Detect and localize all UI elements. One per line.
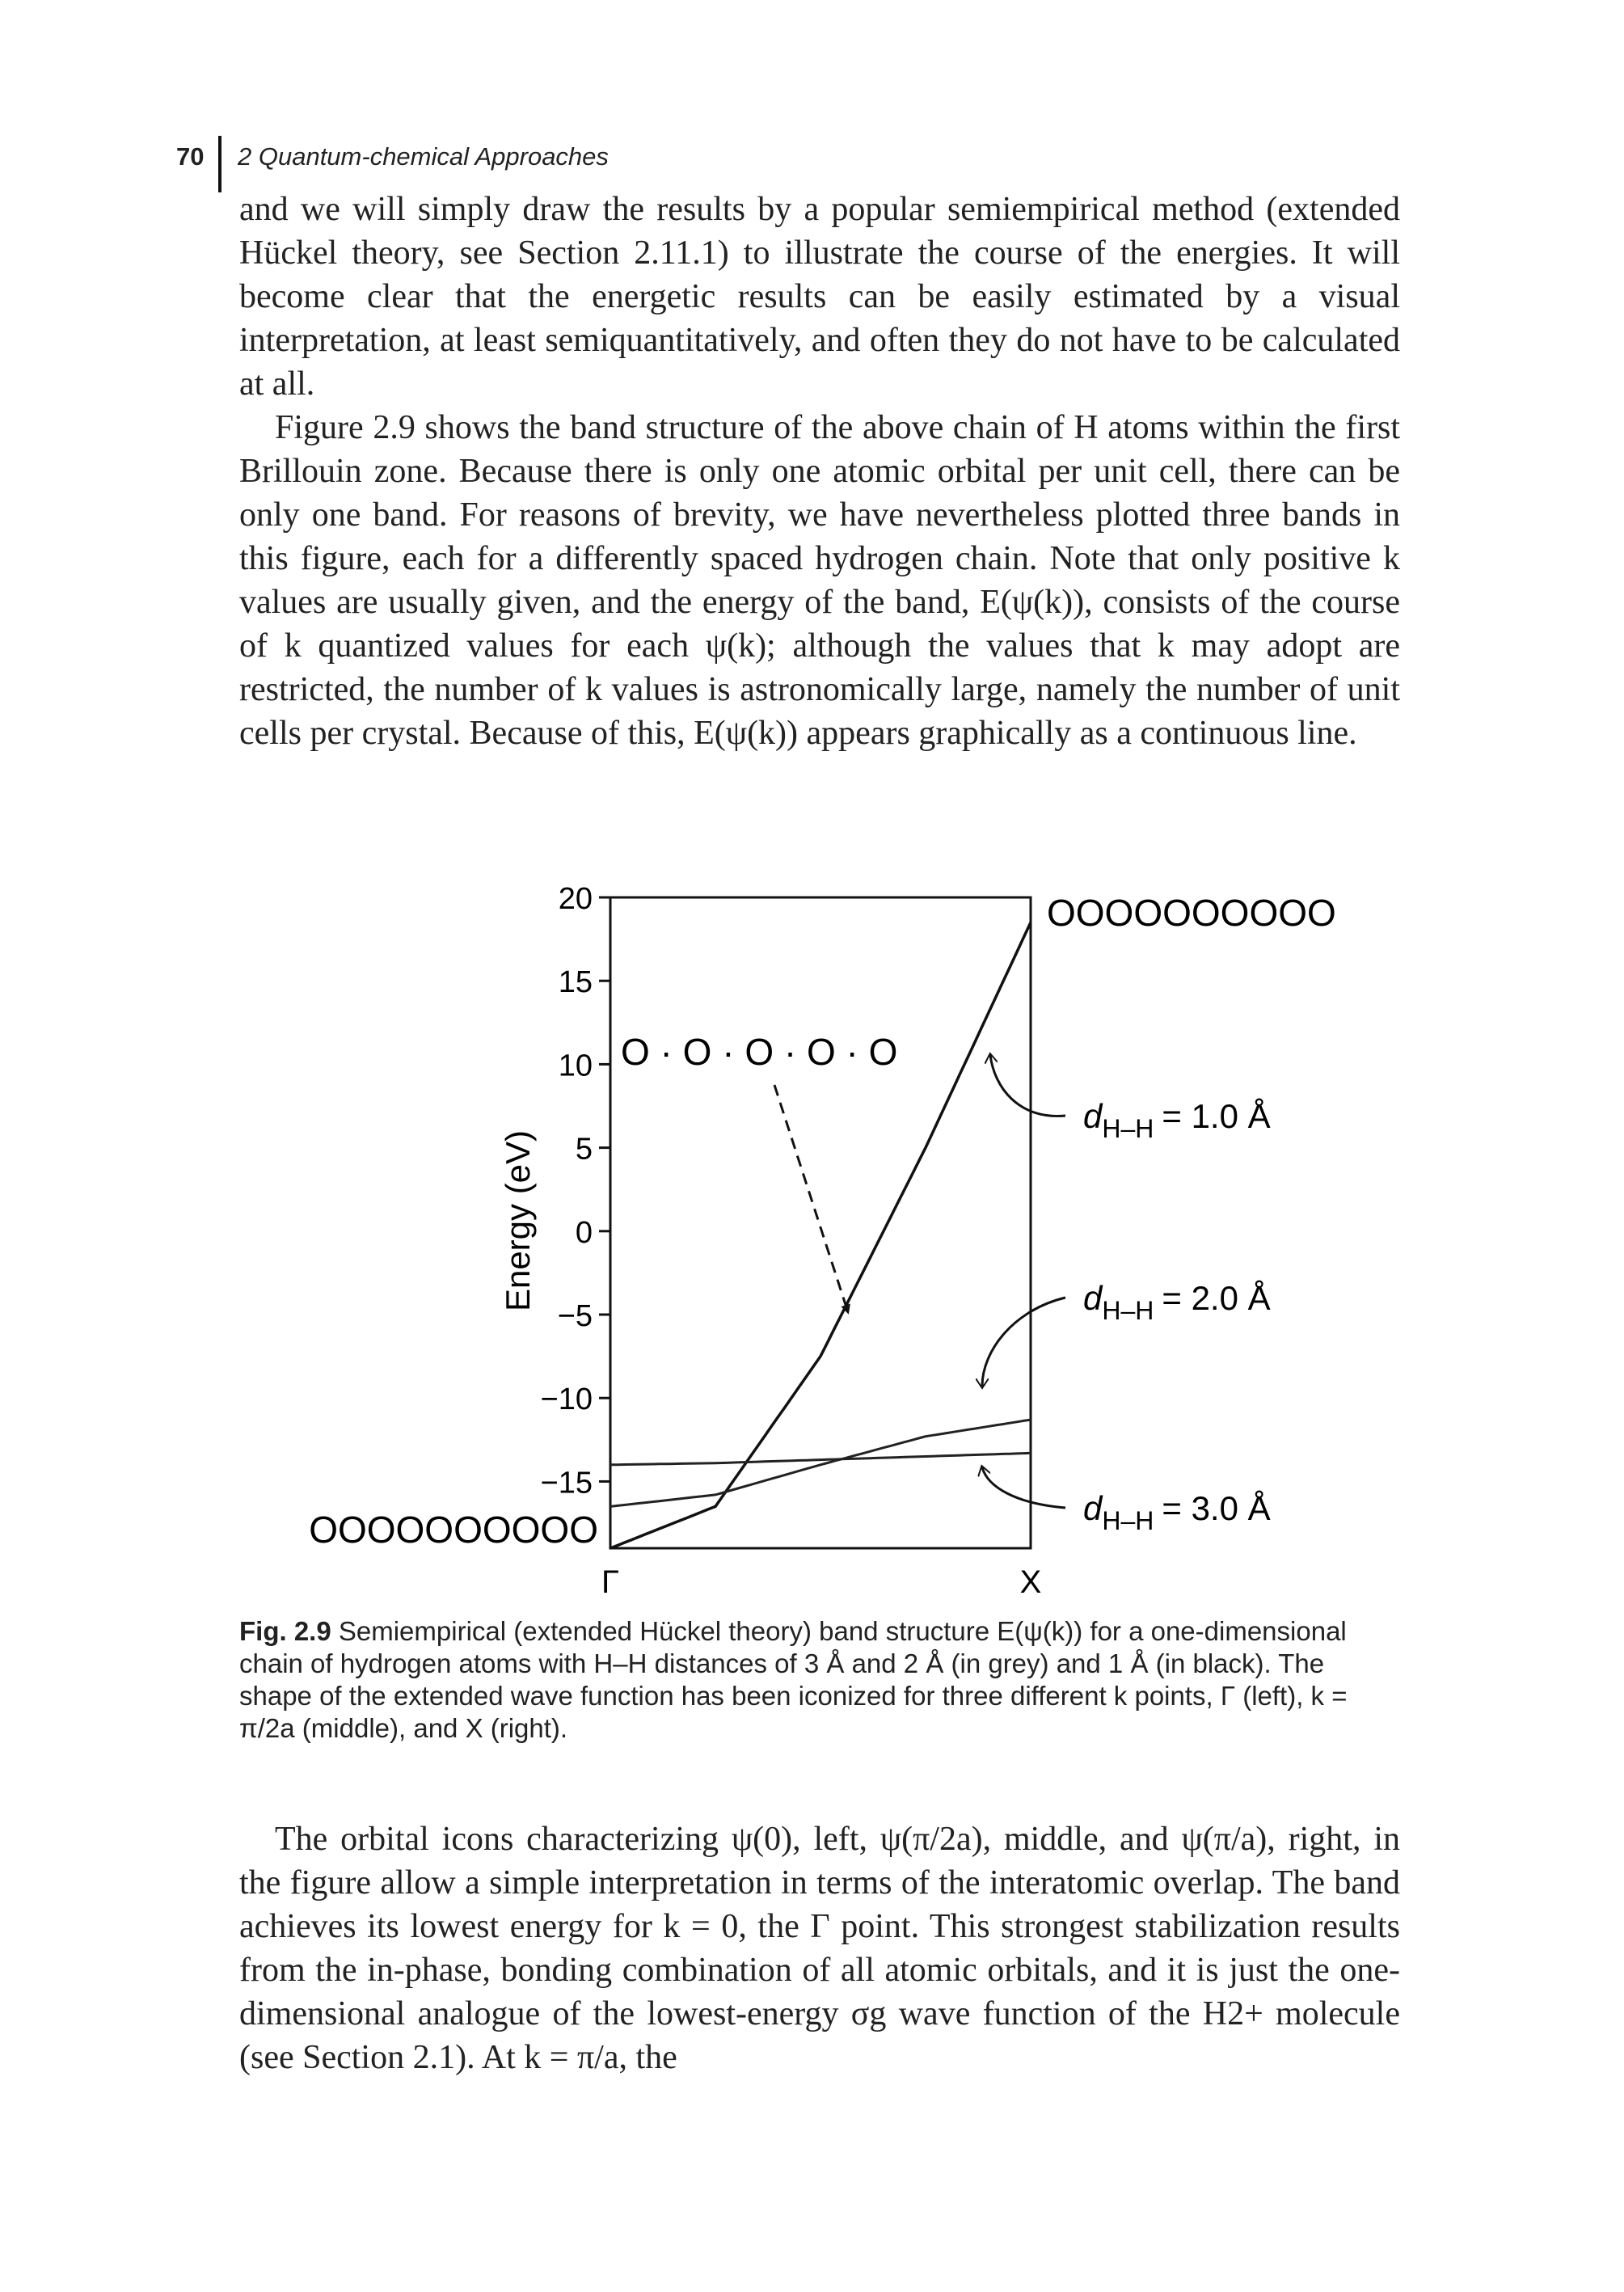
y-axis-ticks: 20 15 10 5 0 −5 −10 −15: [541, 882, 610, 1500]
y-tick-label: −5: [558, 1299, 593, 1333]
series-line-3: [610, 1451, 1031, 1467]
series-group: [610, 922, 1032, 1550]
paragraph: Figure 2.9 shows the band structure of t…: [239, 409, 1400, 752]
plot-frame: [609, 896, 1032, 1550]
y-tick-label: 20: [559, 882, 593, 916]
y-tick-label: 0: [576, 1216, 593, 1250]
paragraph: The orbital icons characterizing ψ(0), l…: [239, 1821, 1400, 2076]
body-text-top: and we will simply draw the results by a…: [239, 188, 1400, 755]
figure-caption: Fig. 2.9 Semiempirical (extended Hückel …: [239, 1615, 1400, 1745]
y-tick-label: 10: [559, 1049, 593, 1083]
paragraph: and we will simply draw the results by a…: [239, 191, 1400, 403]
figure-band-structure: 20 15 10 5 0 −5 −10 −15 Γ X Energy (eV) OOOOOOO…: [0, 873, 1624, 1601]
y-tick-label: −15: [541, 1466, 593, 1500]
y-tick-label: −10: [541, 1382, 593, 1416]
connector-arrow-1: [990, 1055, 1066, 1117]
orbital-icon-x: OOOOOOOOOO: [1047, 892, 1336, 934]
y-axis-label: Energy (eV): [499, 1130, 537, 1311]
caption-text: Semiempirical (extended Hückel theory) b…: [239, 1616, 1348, 1743]
page-number: 70: [176, 142, 205, 171]
caption-label: Fig. 2.9: [239, 1616, 331, 1646]
connector-arrow-2: [982, 1296, 1066, 1387]
x-tick-label: Γ: [601, 1564, 619, 1600]
dashed-arrow: [773, 1084, 850, 1315]
label-d-3: dH–H= 3.0 Å: [1083, 1489, 1271, 1535]
label-d-1: dH–H= 1.0 Å: [1083, 1097, 1271, 1143]
connector-arrow-3: [982, 1467, 1066, 1509]
header-divider: [218, 136, 221, 192]
label-d-2: dH–H= 2.0 Å: [1083, 1279, 1271, 1325]
body-text-bottom: The orbital icons characterizing ψ(0), l…: [239, 1817, 1400, 2079]
y-tick-label: 15: [559, 965, 593, 999]
orbital-icon-gamma: OOOOOOOOOO: [309, 1509, 598, 1551]
y-tick-label: 5: [576, 1133, 593, 1167]
series-line-2: [610, 1418, 1031, 1508]
series-line-1: [610, 922, 1032, 1550]
orbital-icon-middle: O · O · O · O · O: [621, 1031, 897, 1073]
x-tick-label: X: [1020, 1564, 1042, 1600]
running-title: 2 Quantum-chemical Approaches: [238, 142, 609, 171]
band-structure-chart: 20 15 10 5 0 −5 −10 −15 Γ X Energy (eV) OOOOOOO…: [309, 882, 1336, 1600]
